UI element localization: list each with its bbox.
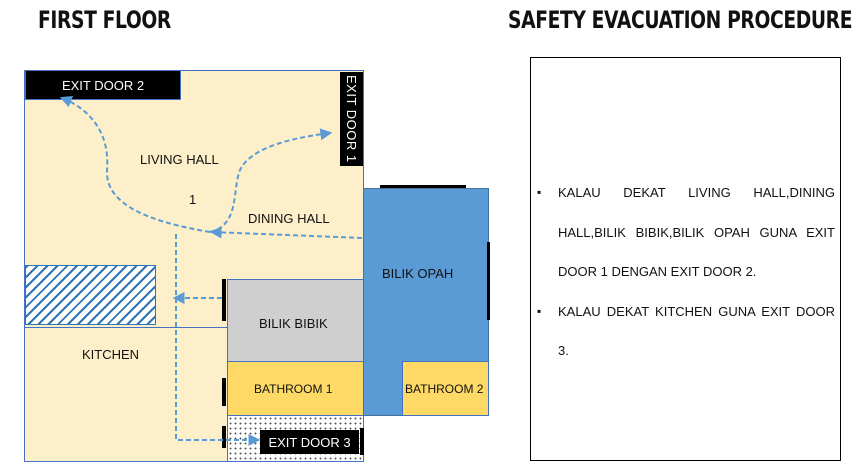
- bilik-bibik-label: BILIK BIBIK: [259, 316, 328, 331]
- living-hall-label: LIVING HALL: [140, 152, 219, 167]
- floor-title: FIRST FLOOR: [38, 6, 171, 34]
- stairs-hatch: [25, 265, 156, 325]
- bathroom-2-label: BATHROOM 2: [405, 382, 484, 396]
- door-bathroom-1: [222, 378, 226, 406]
- exit-door-3-label: EXIT DOOR 3: [268, 434, 351, 450]
- exit-door-2: EXIT DOOR 2: [25, 70, 181, 100]
- procedure-item: KALAU DEKAT LIVING HALL,DINING HALL,BILI…: [537, 173, 835, 292]
- exit-door-2-label: EXIT DOOR 2: [61, 77, 145, 93]
- door-kitchen: [222, 426, 226, 448]
- bathroom-1-room: [227, 361, 364, 416]
- exit-door-3: EXIT DOOR 3: [260, 430, 359, 454]
- bathroom-2-room: [402, 361, 489, 416]
- door-exit-3: [360, 428, 364, 455]
- exit-door-1-label: EXIT DOOR 1: [344, 75, 359, 163]
- route-to-exit-1: [209, 128, 333, 233]
- door-bilik-opah-right: [487, 242, 490, 320]
- dining-hall-label: DINING HALL: [248, 211, 330, 226]
- living-hall-number: 1: [189, 192, 197, 207]
- bathroom-1-label: BATHROOM 1: [254, 382, 333, 396]
- procedure-list: KALAU DEKAT LIVING HALL,DINING HALL,BILI…: [537, 173, 835, 371]
- bilik-opah-label: BILIK OPAH: [382, 266, 454, 281]
- procedure-item: KALAU DEKAT KITCHEN GUNA EXIT DOOR 3.: [537, 292, 835, 371]
- door-bilik-bibik: [222, 279, 226, 321]
- route-to-exit-2: [59, 96, 211, 233]
- exit-door-1: EXIT DOOR 1: [340, 72, 363, 166]
- door-bilik-opah-top: [380, 185, 466, 188]
- route-kitchen-to-exit-3: [175, 234, 261, 446]
- kitchen-label: KITCHEN: [82, 347, 140, 362]
- route-from-bilik-opah: [209, 226, 363, 239]
- procedure-panel: KALAU DEKAT LIVING HALL,DINING HALL,BILI…: [530, 57, 841, 461]
- procedure-title: SAFETY EVACUATION PROCEDURE: [508, 6, 853, 34]
